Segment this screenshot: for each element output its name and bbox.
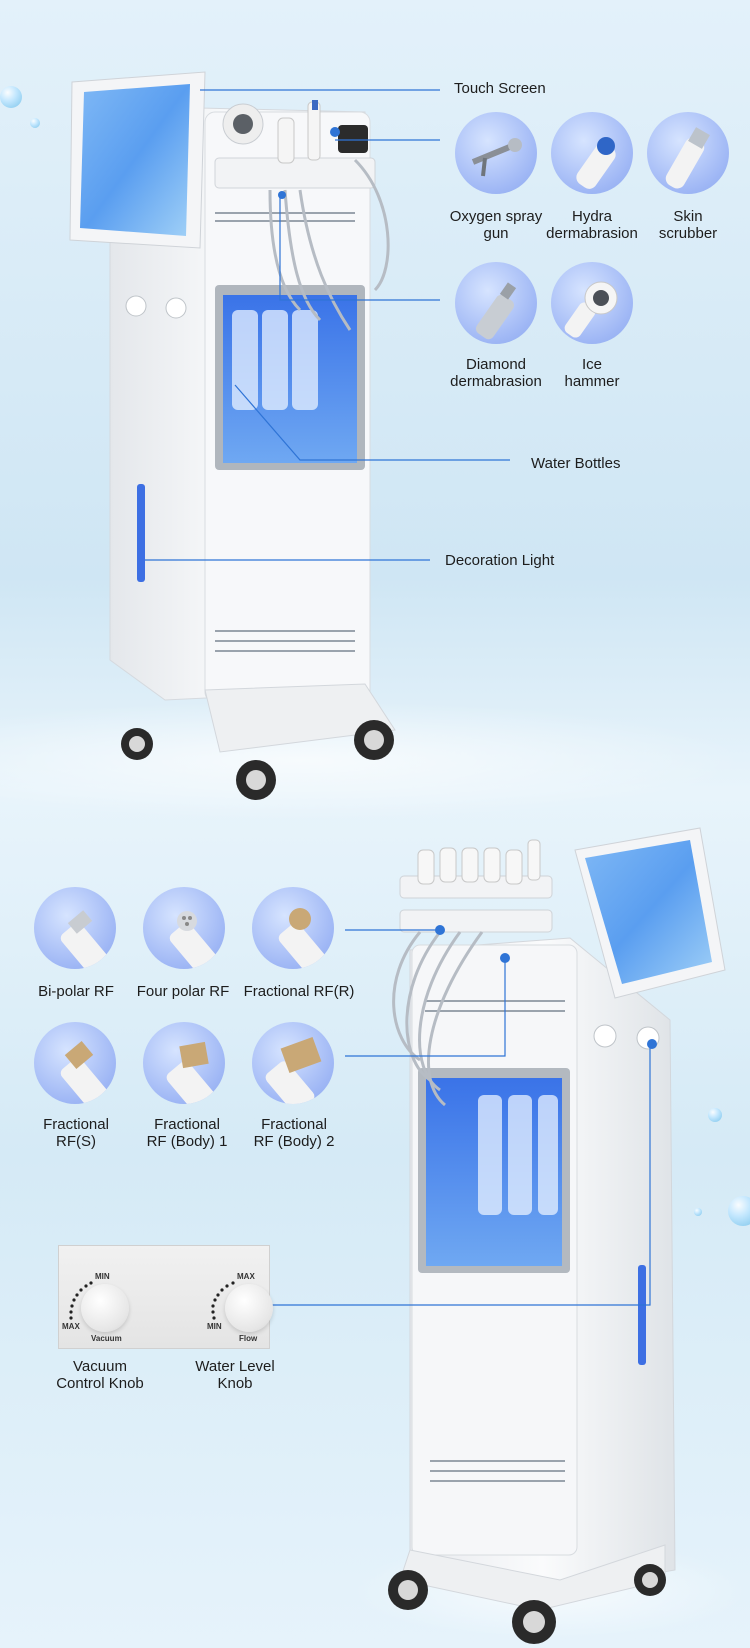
vacuum-dial-min: MIN	[95, 1272, 110, 1281]
skin-scrubber-thumbnail	[647, 112, 729, 194]
water-bubble	[728, 1196, 750, 1226]
oxygen-spray-gun-thumbnail	[455, 112, 537, 194]
flow-knob[interactable]	[225, 1284, 273, 1332]
vacuum-dial-max: MAX	[62, 1322, 80, 1331]
fractional-rf-body-1-thumbnail	[143, 1022, 225, 1104]
callout-touch-screen: Touch Screen	[454, 80, 546, 97]
rf-head-label: Bi-polar RF	[38, 983, 114, 1000]
flow-dial-min: MIN	[207, 1322, 222, 1331]
fractional-rf-s-thumbnail	[34, 1022, 116, 1104]
fractional-rf-body-2-thumbnail	[252, 1022, 334, 1104]
diamond-dermabrasion-thumbnail	[455, 262, 537, 344]
knob-detail-panel: MIN MAX Vacuum MAX MIN Flow	[58, 1245, 273, 1349]
hydra-dermabrasion-thumbnail	[551, 112, 633, 194]
ice-hammer-thumbnail	[551, 262, 633, 344]
rf-head-label: Fractional RF(R)	[243, 983, 355, 1000]
water-bubble	[694, 1208, 702, 1216]
bottom-machine-illustration	[270, 827, 726, 1644]
vacuum-knob[interactable]	[81, 1284, 129, 1332]
bi-polar-rf-thumbnail	[34, 887, 116, 969]
callout-decoration-light: Decoration Light	[445, 552, 555, 569]
rf-head-label: Four polar RF	[136, 983, 230, 1000]
flow-dial-max: MAX	[237, 1272, 255, 1281]
vacuum-dial-name: Vacuum	[91, 1334, 122, 1343]
callout-water-bottles: Water Bottles	[531, 455, 621, 472]
flow-dial-name: Flow	[239, 1334, 258, 1343]
water-bubble	[30, 118, 40, 128]
top-machine-illustration	[69, 71, 510, 800]
water-bubble	[0, 86, 22, 108]
fractional-rf-r-thumbnail	[252, 887, 334, 969]
four-polar-rf-thumbnail	[143, 887, 225, 969]
water-bubble	[708, 1108, 722, 1122]
